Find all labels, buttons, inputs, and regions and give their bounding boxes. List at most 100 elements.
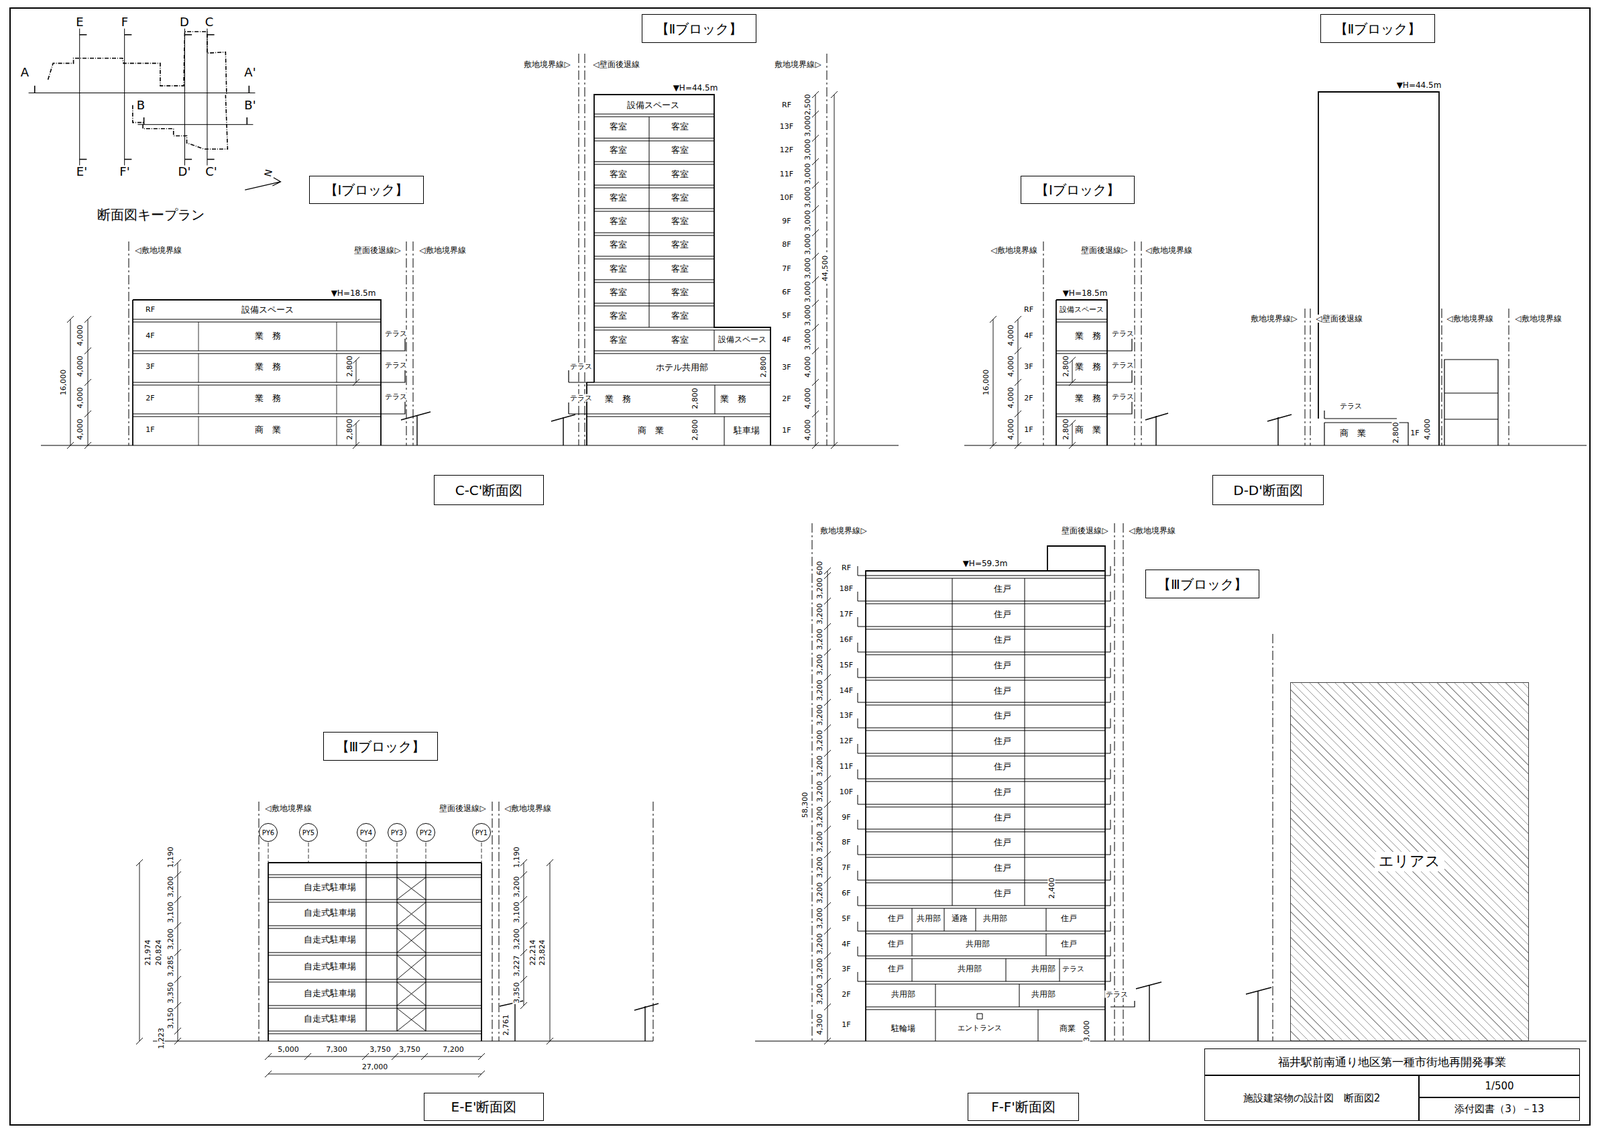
drawing-label: ◁壁面後退線 <box>1315 314 1363 323</box>
drawing-label: ◁敷地境界線 <box>989 246 1038 255</box>
drawing-label: 7,300 <box>325 1045 349 1053</box>
drawing-label: 6F <box>781 288 792 296</box>
dimension-text: 16,000 <box>59 368 68 397</box>
drawing-label: 商業 <box>1058 1023 1077 1033</box>
dimension-line <box>812 91 838 449</box>
drawing-label: テラス <box>1061 964 1085 973</box>
drawing-label: 設備スペース <box>240 305 295 314</box>
drawing-label: 住戸 <box>993 736 1012 746</box>
dimension-text: 4,000 <box>1007 323 1015 347</box>
drawing-label: 業 務 <box>254 362 282 371</box>
drawing-label: 16F <box>838 635 854 644</box>
canopy <box>1267 414 1292 446</box>
dimension-text: 3,100 <box>512 900 521 924</box>
drawing-label: 1F <box>144 425 155 434</box>
drawing-label: 敷地境界線▷ <box>819 526 868 535</box>
drawing-label: 自走式駐車場 <box>303 988 357 998</box>
drawing-label: 設備スペース <box>1058 305 1105 314</box>
partition-wall <box>649 116 725 446</box>
dimension-text: 3,200 <box>816 881 824 904</box>
drawing-label: 14F <box>838 686 854 695</box>
drawing-label: テラス <box>384 329 408 338</box>
drawing-label: ◁敷地境界線 <box>503 804 552 813</box>
drawing-label: ◁敷地境界線 <box>418 246 467 255</box>
dimension-line <box>824 567 831 1045</box>
drawing-label: 共用部 <box>1030 964 1057 973</box>
drawing-label: A' <box>243 66 257 79</box>
drawing-label: テラス <box>1111 329 1135 338</box>
box-text: 添付図書（3）－13 <box>1454 1103 1545 1115</box>
drawing-label: 3F <box>840 964 851 973</box>
title-box: 【Ⅱブロック】 <box>641 14 757 43</box>
drawing-label: テラス <box>1111 361 1135 369</box>
drawing-label: 3,750 <box>368 1045 392 1053</box>
canopy <box>499 1000 659 1041</box>
section-cut-line <box>28 28 256 166</box>
drawing-label: 2F <box>781 394 792 403</box>
drawing-label: 12F <box>838 736 854 745</box>
dimension-text: 3,000 <box>804 280 812 304</box>
drawing-label: F <box>120 16 129 29</box>
dimension-text: 2,800 <box>1062 417 1070 441</box>
drawing-label: テラス <box>384 361 408 369</box>
dimension-text: 3,200 <box>512 927 521 951</box>
dimension-text: 3,200 <box>816 602 824 625</box>
drawing-label: 住戸 <box>993 635 1012 644</box>
floor-slab <box>586 113 771 417</box>
dimension-text: 4,300 <box>816 1012 824 1036</box>
drawing-label: テラス <box>569 362 593 371</box>
dimension-text: 3,200 <box>816 653 824 676</box>
dimension-line <box>136 859 554 1045</box>
north-arrow <box>244 177 281 190</box>
drawing-label: 客室 <box>670 264 690 273</box>
box-text: 【Ⅱブロック】 <box>655 21 744 37</box>
box-text: 【Ⅲブロック】 <box>1157 576 1248 592</box>
drawing-label: 客室 <box>608 335 628 345</box>
drawing-label: 商 業 <box>254 425 282 434</box>
drawing-label: テラス <box>1111 392 1135 401</box>
column-line <box>198 321 337 446</box>
partition-wall <box>952 578 1025 906</box>
ramp-brace <box>396 877 426 1031</box>
drawing-label: 3F <box>781 363 792 371</box>
title-box: 1/500 <box>1418 1074 1580 1098</box>
drawing-label: ▼H=18.5m <box>330 289 377 298</box>
box-text: E-E'断面図 <box>451 1099 518 1114</box>
drawing-label: 11F <box>779 170 794 178</box>
drawing-label: 商 業 <box>1339 428 1367 438</box>
drawing-label: 住戸 <box>993 837 1012 847</box>
drawing-label: 住戸 <box>1060 939 1078 948</box>
drawing-label: エントランス <box>956 1023 1003 1032</box>
title-box: 【Ⅲブロック】 <box>323 731 438 761</box>
drawing-label: 15F <box>838 661 854 669</box>
dimension-text: 1,190 <box>166 845 175 869</box>
drawing-label: ◁敷地境界線 <box>134 246 182 255</box>
drawing-label: B <box>136 99 146 112</box>
drawing-label: 住戸 <box>993 710 1012 720</box>
dimension-text: 3,350 <box>166 981 175 1004</box>
drawing-label: ◁敷地境界線 <box>1144 246 1193 255</box>
terrace-railing <box>568 370 595 414</box>
drawing-label: 客室 <box>608 145 628 155</box>
terrace-railing <box>380 338 406 414</box>
drawing-label: ホテル共用部 <box>655 362 709 372</box>
drawing-label: 駐輪場 <box>890 1023 917 1033</box>
dimension-text: 2,800 <box>1392 421 1400 444</box>
dimension-text: 3,200 <box>166 927 175 951</box>
drawing-label: RF <box>1023 305 1035 314</box>
dimension-text: 44,500 <box>821 254 829 283</box>
dimension-text: 2,800 <box>1062 354 1070 378</box>
title-box: F-F'断面図 <box>967 1092 1079 1121</box>
dimension-text: N <box>262 167 275 179</box>
dimension-text: 3,000 <box>804 209 812 233</box>
drawing-label: 客室 <box>670 287 690 297</box>
drawing-label: ▼H=44.5m <box>672 83 719 92</box>
floor-slab <box>1056 319 1108 417</box>
drawing-label: D <box>179 16 190 29</box>
drawing-label: E <box>75 16 84 29</box>
grid-axis-bubble: PY2 <box>416 822 436 842</box>
dimension-text: 3,200 <box>816 855 824 879</box>
dimension-text: 2,500 <box>804 93 812 117</box>
drawing-label: 7,200 <box>441 1045 465 1053</box>
